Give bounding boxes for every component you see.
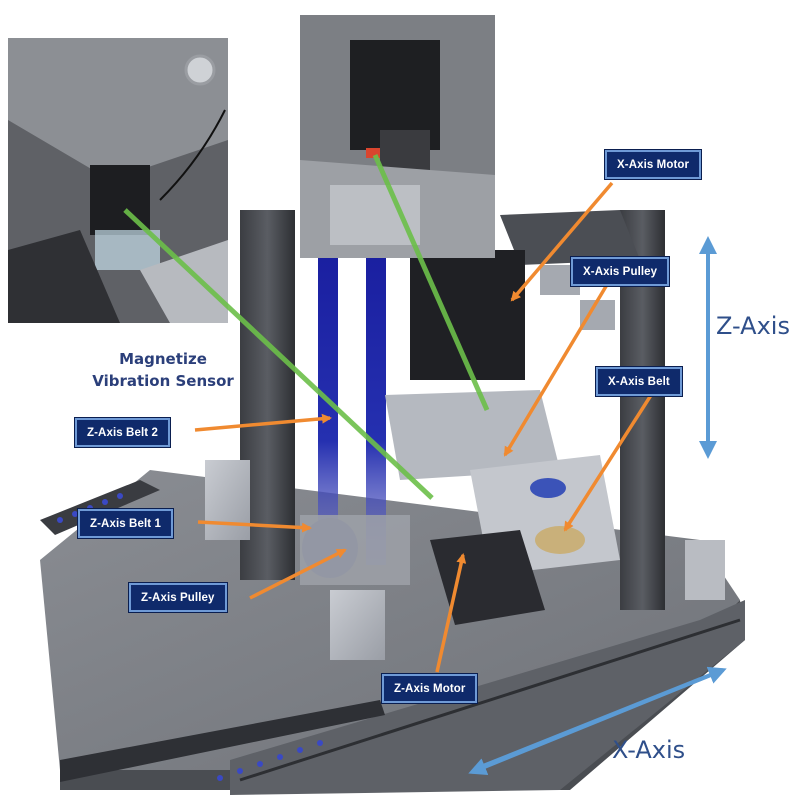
- front-rack: [60, 700, 385, 782]
- x-axis-pulley-label: X-Axis Pulley: [571, 257, 670, 286]
- x-pulley-disc: [530, 478, 566, 498]
- z-axis-belt-2-label: Z-Axis Belt 2: [75, 418, 170, 447]
- x-motor-body: [410, 250, 525, 380]
- z-axis-pulley-arrow: [249, 548, 347, 600]
- base-front-edge: [60, 600, 745, 790]
- z-axis-belt-2-graphic: [318, 255, 338, 565]
- sensor-caption: Magnetize Vibration Sensor: [88, 348, 238, 392]
- callout-arrows: [194, 181, 655, 673]
- z-axis-belt-1-label: Z-Axis Belt 1: [78, 509, 173, 538]
- right-clamp: [685, 540, 725, 600]
- x-axis-arrow-back: [468, 668, 724, 776]
- x-axis-belt-label: X-Axis Belt: [596, 367, 682, 396]
- x-axis-label: X-Axis: [612, 736, 686, 764]
- sensor-caption-line1: Magnetize: [119, 350, 207, 368]
- z-axis-pulley-label: Z-Axis Pulley: [129, 583, 227, 612]
- sensor-line-top: [372, 153, 490, 412]
- left-bearing-block: [205, 460, 250, 540]
- z-axis-belt-2-arrow: [194, 413, 332, 432]
- x-belt-disc: [535, 526, 585, 554]
- gearbox: [385, 390, 560, 480]
- z-axis-motor-label: Z-Axis Motor: [382, 674, 478, 703]
- right-bracket: [580, 300, 615, 330]
- z-axis-belt-1-arrow: [197, 520, 312, 533]
- x-axis-belt-arrow: [563, 391, 655, 532]
- x-axis-motor-label: X-Axis Motor: [605, 150, 702, 179]
- sensor-line-left: [123, 208, 434, 500]
- x-axis-motor-arrow: [510, 181, 614, 302]
- frame-bottom-rail: [230, 600, 745, 795]
- axis-arrows: [468, 236, 727, 776]
- sensor-caption-line2: Vibration Sensor: [92, 372, 234, 390]
- z-axis-label: Z-Axis: [716, 312, 790, 340]
- x-axis-pulley-arrow: [503, 282, 610, 457]
- left-rail: [40, 480, 160, 535]
- rail-dots: [57, 493, 323, 781]
- sensor-photo-left: [8, 38, 228, 323]
- front-bearing-block: [330, 590, 385, 660]
- top-crossbar: [500, 210, 640, 265]
- z-axis-belt-1-graphic: [366, 255, 386, 565]
- z-axis-motor-arrow: [435, 553, 467, 673]
- sensor-photo-top: [300, 15, 495, 258]
